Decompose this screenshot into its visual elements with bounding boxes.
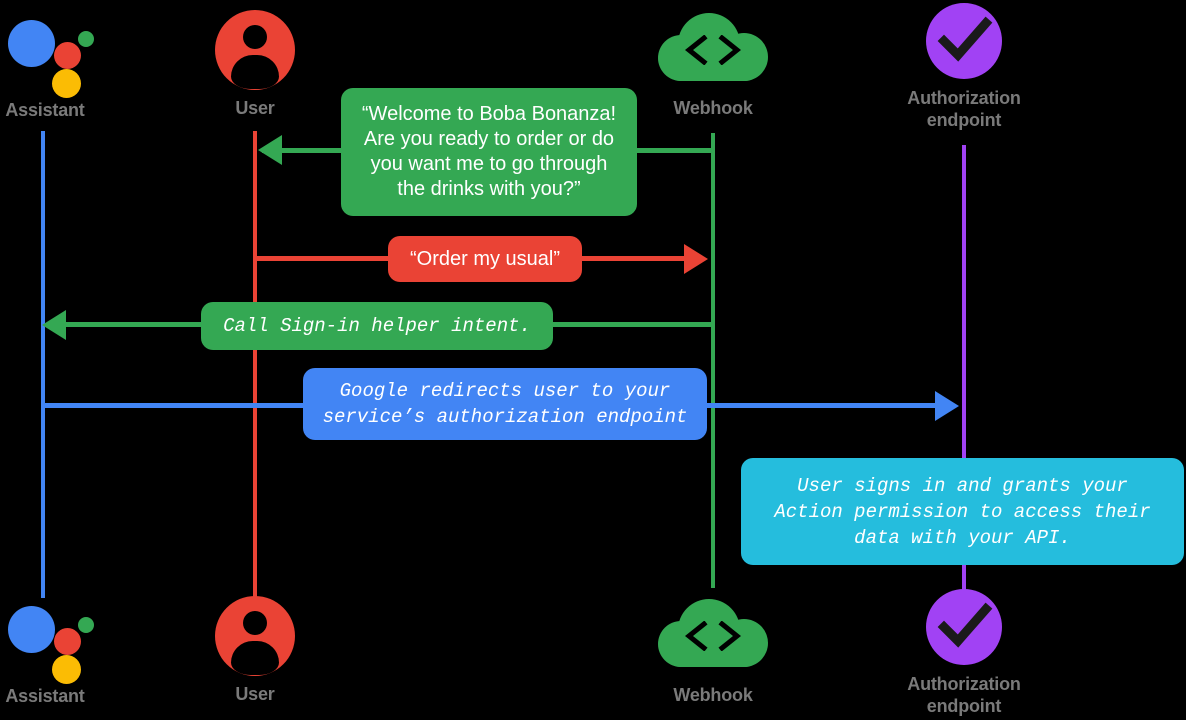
lifeline-assistant <box>41 131 45 598</box>
actor-label-assistant-top: Assistant <box>5 100 85 120</box>
assistant-dots-icon-bottom <box>8 598 94 684</box>
lifeline-webhook <box>711 133 715 588</box>
user-icon-body <box>231 641 279 675</box>
lifeline-authorization <box>962 145 966 590</box>
webhook-cloud-code-icon-bottom <box>658 599 768 679</box>
auth-check-glyph <box>937 16 993 62</box>
actor-label-user-bottom: User <box>235 684 275 704</box>
actor-label-assistant-bottom: Assistant <box>5 686 85 706</box>
user-icon-body <box>231 55 279 89</box>
assistant-dot-red <box>54 42 81 69</box>
auth-check-glyph <box>937 602 993 648</box>
msg-arrowhead-welcome <box>258 135 282 165</box>
assistant-dot-green <box>78 617 94 633</box>
msg-arrowhead-redirect <box>935 391 959 421</box>
webhook-cloud-base <box>666 637 760 667</box>
webhook-code-glyph <box>684 35 742 65</box>
actor-label-authorization-top: Authorization endpoint <box>907 88 1021 130</box>
assistant-dot-green <box>78 31 94 47</box>
user-icon-head <box>243 611 267 635</box>
msg-arrowhead-signin <box>42 310 66 340</box>
msg-arrowhead-order <box>684 244 708 274</box>
webhook-cloud-base <box>666 51 760 81</box>
user-icon-head <box>243 25 267 49</box>
user-person-icon-top <box>215 10 295 90</box>
auth-check-circle-icon-bottom <box>926 589 1002 665</box>
assistant-dots-icon-top <box>8 12 94 98</box>
msg-bubble-redirect[interactable]: Google redirects user to your service’s … <box>303 368 707 440</box>
auth-check-circle-icon-top <box>926 3 1002 79</box>
msg-bubble-order[interactable]: “Order my usual” <box>388 236 582 282</box>
assistant-dot-yellow <box>52 69 81 98</box>
actor-label-webhook-top: Webhook <box>673 98 753 118</box>
actor-label-authorization-bottom: Authorization endpoint <box>907 674 1021 716</box>
webhook-code-glyph <box>684 621 742 651</box>
webhook-cloud-code-icon-top <box>658 13 768 93</box>
msg-bubble-user-signs-in[interactable]: User signs in and grants your Action per… <box>741 458 1184 565</box>
assistant-dot-blue <box>8 606 55 653</box>
msg-bubble-signin[interactable]: Call Sign-in helper intent. <box>201 302 553 350</box>
msg-bubble-welcome[interactable]: “Welcome to Boba Bonanza! Are you ready … <box>341 88 637 216</box>
assistant-dot-yellow <box>52 655 81 684</box>
user-person-icon-bottom <box>215 596 295 676</box>
assistant-dot-red <box>54 628 81 655</box>
lifeline-user <box>253 131 257 598</box>
actor-label-webhook-bottom: Webhook <box>673 685 753 705</box>
assistant-dot-blue <box>8 20 55 67</box>
actor-label-user-top: User <box>235 98 275 118</box>
